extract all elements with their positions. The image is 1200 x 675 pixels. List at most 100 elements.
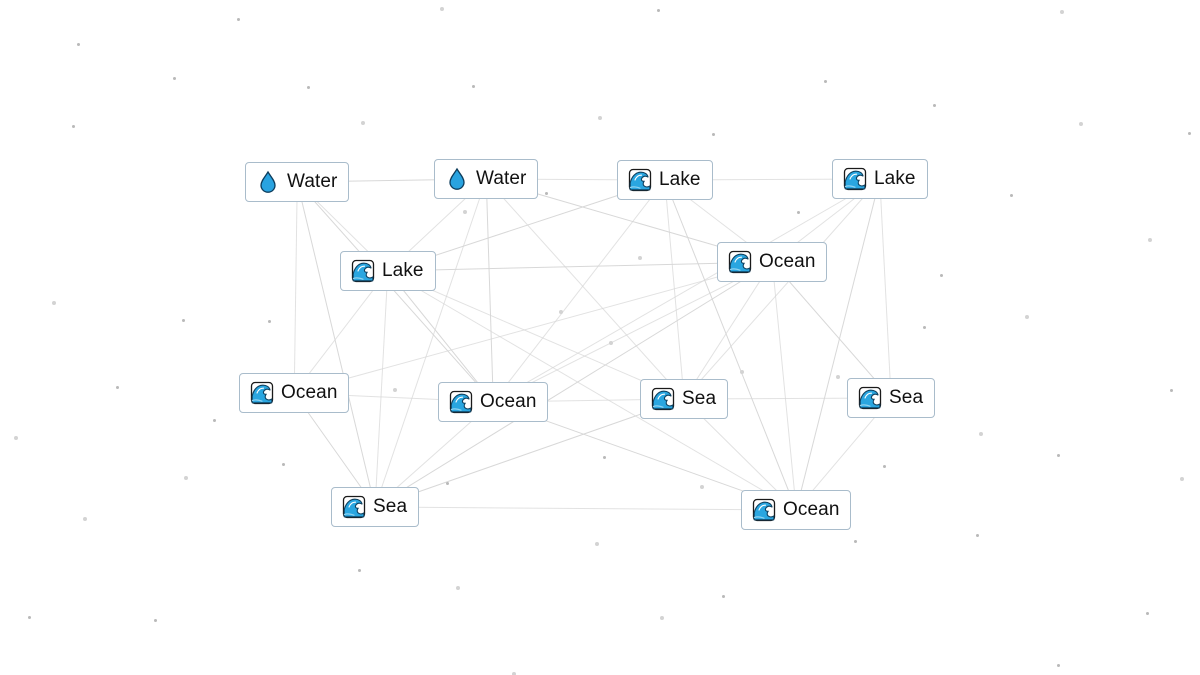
element-tile-sea[interactable]: Sea bbox=[847, 378, 936, 418]
element-tile-ocean[interactable]: Ocean bbox=[717, 242, 828, 282]
background-speck bbox=[472, 85, 475, 88]
element-label: Water bbox=[287, 171, 338, 192]
element-label: Lake bbox=[659, 169, 701, 190]
element-tile-ocean[interactable]: Ocean bbox=[239, 373, 350, 413]
element-label: Sea bbox=[889, 387, 924, 408]
background-speck bbox=[268, 320, 271, 323]
water-wave-icon bbox=[752, 498, 776, 522]
connection-line bbox=[375, 506, 797, 511]
connection-line bbox=[387, 261, 773, 272]
background-speck bbox=[282, 463, 285, 466]
background-speck bbox=[52, 301, 56, 305]
water-wave-icon bbox=[351, 259, 375, 283]
water-wave-icon bbox=[342, 495, 366, 519]
background-speck bbox=[657, 9, 660, 12]
connection-line bbox=[664, 179, 797, 511]
background-speck bbox=[1180, 477, 1184, 481]
element-label: Water bbox=[476, 168, 527, 189]
background-speck bbox=[1010, 194, 1013, 197]
background-speck bbox=[603, 456, 606, 459]
element-tile-water[interactable]: Water bbox=[434, 159, 539, 199]
element-label: Sea bbox=[682, 388, 717, 409]
element-tile-sea[interactable]: Sea bbox=[640, 379, 729, 419]
connection-line bbox=[296, 181, 376, 508]
element-label: Ocean bbox=[783, 499, 840, 520]
element-tile-ocean[interactable]: Ocean bbox=[741, 490, 852, 530]
background-speck bbox=[598, 116, 602, 120]
element-tile-lake[interactable]: Lake bbox=[340, 251, 436, 291]
background-speck bbox=[237, 18, 240, 21]
background-speck bbox=[1188, 132, 1191, 135]
connection-line bbox=[374, 178, 487, 508]
element-label: Sea bbox=[373, 496, 408, 517]
background-speck bbox=[83, 517, 87, 521]
background-speck bbox=[660, 616, 664, 620]
water-wave-icon bbox=[843, 167, 867, 191]
background-speck bbox=[307, 86, 310, 89]
background-speck bbox=[1079, 122, 1083, 126]
background-speck bbox=[836, 375, 840, 379]
background-speck bbox=[173, 77, 176, 80]
element-label: Lake bbox=[874, 168, 916, 189]
background-speck bbox=[361, 121, 365, 125]
background-speck bbox=[1060, 10, 1064, 14]
background-speck bbox=[1146, 612, 1149, 615]
connection-line bbox=[493, 261, 773, 403]
connection-line bbox=[492, 179, 666, 403]
water-drop-icon bbox=[256, 170, 280, 194]
background-speck bbox=[72, 125, 75, 128]
water-wave-icon bbox=[651, 387, 675, 411]
background-speck bbox=[213, 419, 216, 422]
connection-line bbox=[879, 178, 892, 399]
background-speck bbox=[722, 595, 725, 598]
connection-line bbox=[293, 181, 298, 394]
background-speck bbox=[883, 465, 886, 468]
element-tile-lake[interactable]: Lake bbox=[617, 160, 713, 200]
background-speck bbox=[184, 476, 188, 480]
background-speck bbox=[1170, 389, 1173, 392]
water-drop-icon bbox=[445, 167, 469, 191]
background-speck bbox=[595, 542, 599, 546]
background-speck bbox=[358, 569, 361, 572]
background-speck bbox=[28, 616, 31, 619]
element-tile-water[interactable]: Water bbox=[245, 162, 350, 202]
connection-line bbox=[771, 261, 797, 511]
background-speck bbox=[824, 80, 827, 83]
background-speck bbox=[609, 341, 613, 345]
background-speck bbox=[456, 586, 460, 590]
background-speck bbox=[712, 133, 715, 136]
connection-line bbox=[374, 270, 389, 508]
water-wave-icon bbox=[449, 390, 473, 414]
element-tile-ocean[interactable]: Ocean bbox=[438, 382, 549, 422]
water-wave-icon bbox=[728, 250, 752, 274]
background-speck bbox=[545, 192, 548, 195]
element-label: Ocean bbox=[281, 382, 338, 403]
background-speck bbox=[933, 104, 936, 107]
background-speck bbox=[446, 482, 449, 485]
connection-line bbox=[485, 178, 494, 403]
background-speck bbox=[797, 211, 800, 214]
background-speck bbox=[976, 534, 979, 537]
background-speck bbox=[440, 7, 444, 11]
connection-line bbox=[296, 181, 494, 403]
background-speck bbox=[979, 432, 983, 436]
background-speck bbox=[182, 319, 185, 322]
background-speck bbox=[154, 619, 157, 622]
connection-line bbox=[795, 178, 881, 511]
background-speck bbox=[559, 310, 563, 314]
element-tile-lake[interactable]: Lake bbox=[832, 159, 928, 199]
connection-line bbox=[492, 178, 881, 403]
element-label: Ocean bbox=[480, 391, 537, 412]
background-speck bbox=[393, 388, 397, 392]
background-speck bbox=[1025, 315, 1029, 319]
background-speck bbox=[638, 256, 642, 260]
element-tile-sea[interactable]: Sea bbox=[331, 487, 420, 527]
water-wave-icon bbox=[250, 381, 274, 405]
background-speck bbox=[1057, 454, 1060, 457]
water-wave-icon bbox=[858, 386, 882, 410]
background-speck bbox=[512, 672, 516, 675]
background-speck bbox=[1057, 664, 1060, 667]
connection-line bbox=[485, 178, 685, 400]
